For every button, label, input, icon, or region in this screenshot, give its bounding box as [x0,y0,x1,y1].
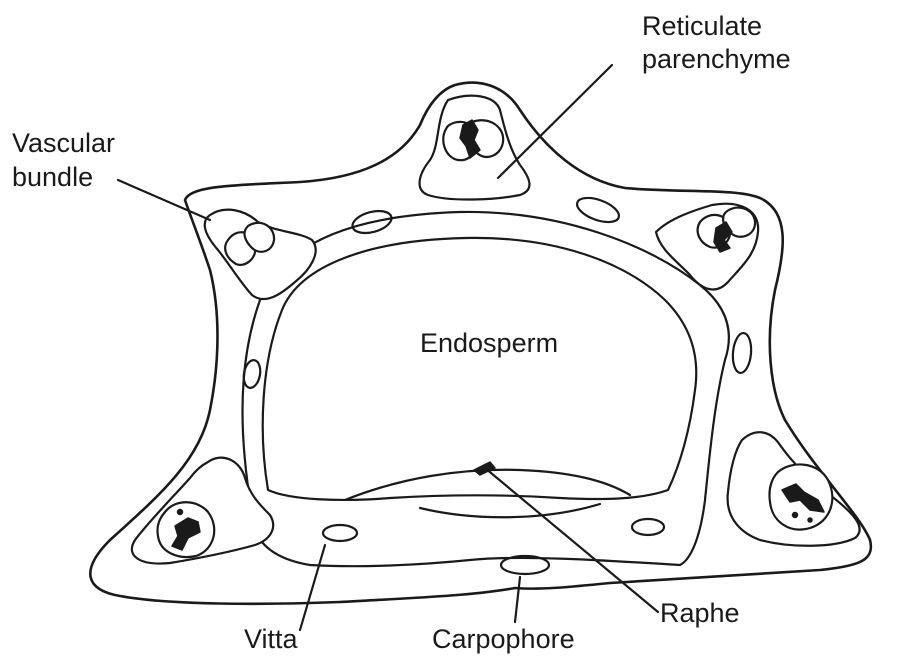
endosperm-label: Endosperm [420,328,558,358]
bottom-right-bundle-dot-2 [808,518,812,522]
bottom-right-bundle-dot [793,513,798,518]
vitta-bottom-left [323,525,357,541]
carpophore-label: Carpophore [432,624,575,654]
vitta-upper-right [574,193,622,227]
raphe-leader [485,468,658,612]
vitta-bottom-right [632,519,664,535]
vitta-right [731,332,752,373]
raphe-label: Raphe [660,598,740,628]
vascular-bundle-label-line2: bundle [12,162,93,192]
vascular-bundle-leader [118,180,210,220]
vitta-leader [300,545,325,630]
raphe-lens-lower [420,504,600,517]
reticulate-parenchyme-label-line2: parenchyme [642,44,791,74]
vitta-label: Vitta [244,624,299,654]
vascular-bundle-label-line1: Vascular [12,128,115,158]
bottom-left-bundle-dot [178,510,183,515]
carpophore-leader [515,577,520,622]
reticulate-parenchyme-leader [498,65,612,178]
seed-coat-outline [243,212,729,566]
reticulate-parenchyme-label-line1: Reticulate [642,11,762,41]
endosperm-outline [263,238,697,500]
